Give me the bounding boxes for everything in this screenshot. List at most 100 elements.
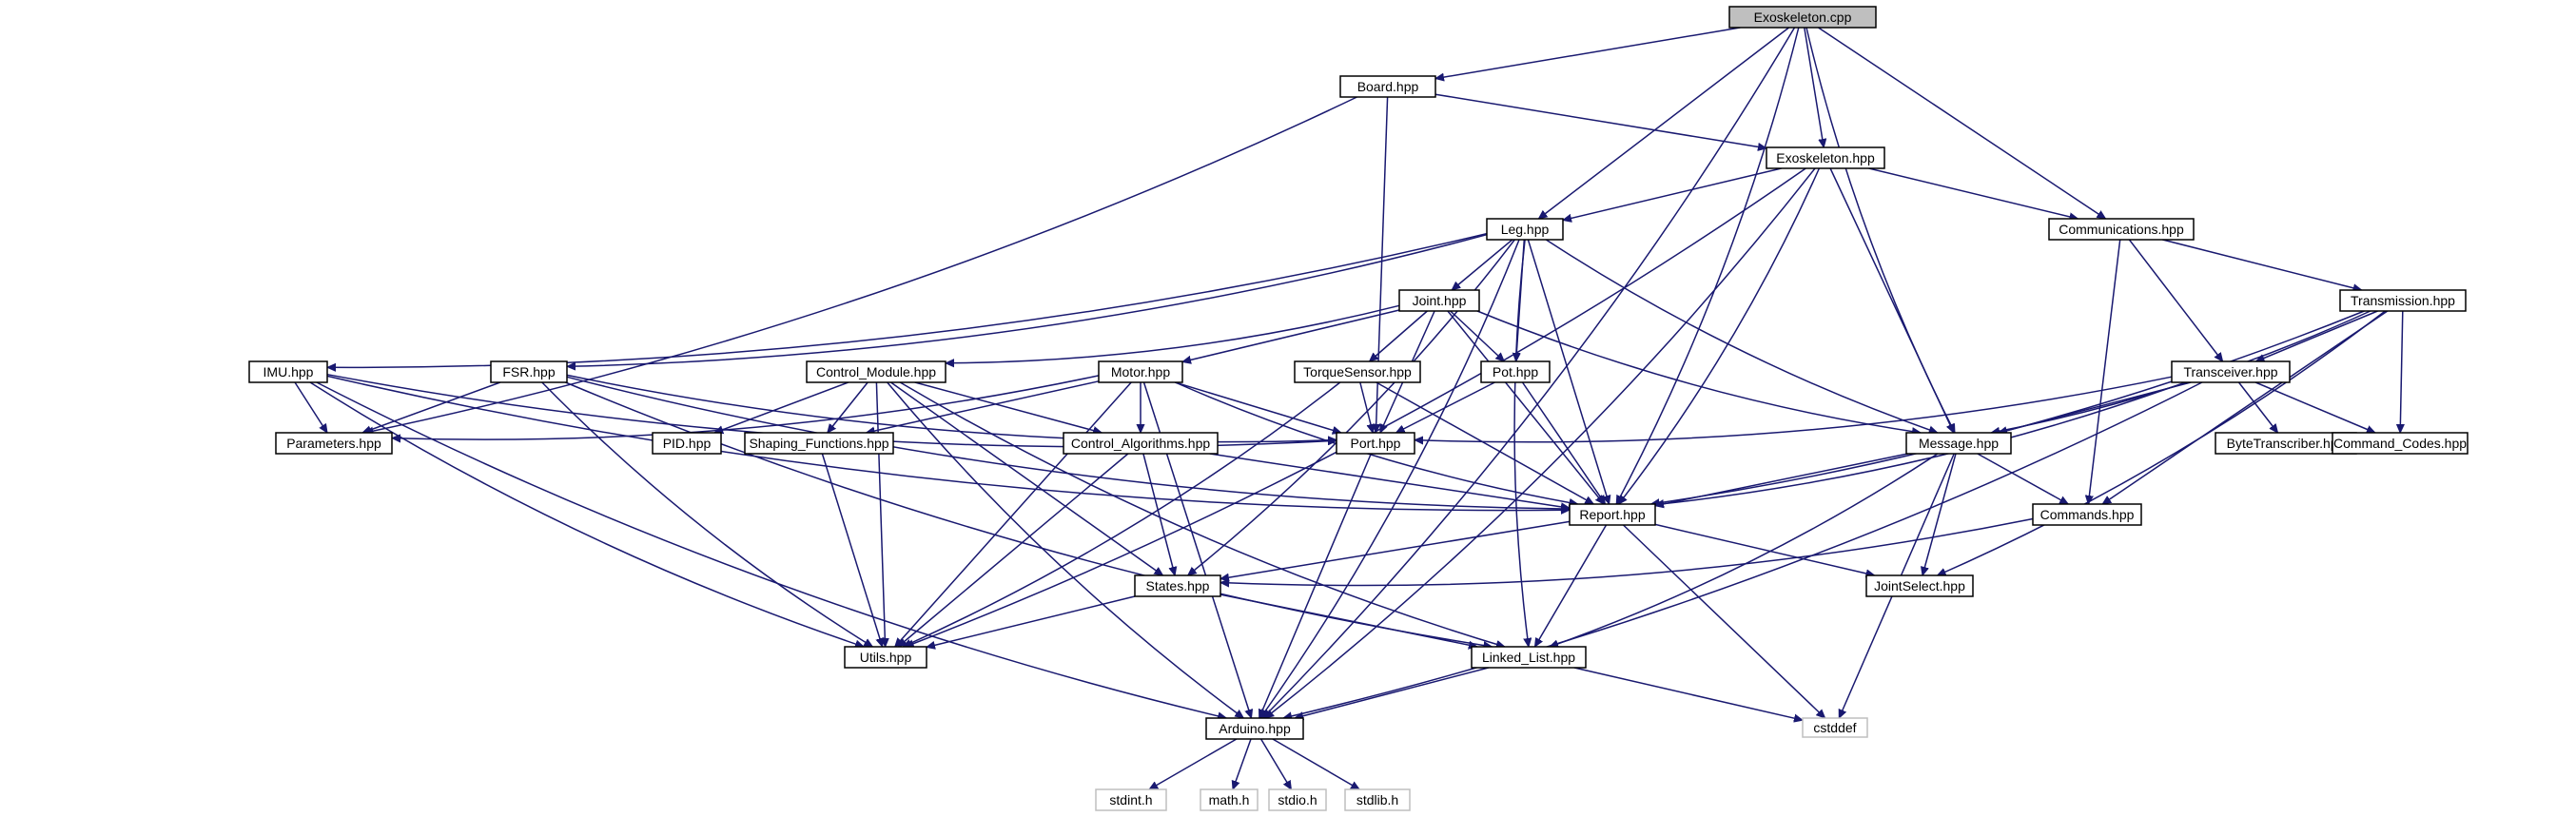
edge-joint-to-message xyxy=(1476,310,1921,433)
node-port[interactable]: Port.hpp xyxy=(1336,432,1415,455)
node-leg[interactable]: Leg.hpp xyxy=(1486,218,1564,241)
edge-linked-to-cstddef xyxy=(1573,667,1803,720)
node-transmission[interactable]: Transmission.hpp xyxy=(2339,289,2467,312)
node-label: Motor.hpp xyxy=(1111,364,1170,379)
node-commands[interactable]: Commands.hpp xyxy=(2032,503,2142,526)
node-box xyxy=(1200,788,1259,811)
edge-message-to-commands xyxy=(1977,453,2068,505)
edge-torque-to-utils xyxy=(903,381,1341,648)
node-motor[interactable]: Motor.hpp xyxy=(1098,360,1183,383)
edge-board-to-exo_hpp xyxy=(1434,93,1766,148)
node-comms[interactable]: Communications.hpp xyxy=(2048,218,2195,241)
edge-fsr-to-params xyxy=(362,381,501,433)
edge-exo_cpp-to-message xyxy=(1805,27,1956,433)
node-label: ByteTranscriber.hpp xyxy=(2227,436,2346,451)
edge-exo_cpp-to-comms xyxy=(1818,27,2106,219)
edge-leg-to-fsr xyxy=(567,233,1488,367)
node-label: Leg.hpp xyxy=(1501,222,1550,237)
edge-ctrl_alg-to-report xyxy=(1209,453,1570,508)
edge-exo_hpp-to-message xyxy=(1829,167,1955,433)
node-linked[interactable]: Linked_List.hpp xyxy=(1471,646,1587,669)
node-label: Linked_List.hpp xyxy=(1482,650,1575,665)
node-states[interactable]: States.hpp xyxy=(1134,574,1221,597)
node-label: Pot.hpp xyxy=(1493,364,1538,379)
node-joint[interactable]: Joint.hpp xyxy=(1398,289,1480,312)
edge-board-to-params xyxy=(365,96,1357,433)
edge-ctrl_mod-to-linked xyxy=(899,381,1505,647)
node-box xyxy=(1728,6,1877,29)
edge-exo_cpp-to-exo_hpp xyxy=(1804,27,1824,147)
node-label: stdio.h xyxy=(1278,792,1317,807)
edge-pot-to-report xyxy=(1521,381,1606,504)
node-bytetx[interactable]: ByteTranscriber.hpp xyxy=(2215,432,2357,455)
node-pid[interactable]: PID.hpp xyxy=(652,432,722,455)
node-box xyxy=(1480,360,1551,383)
edge-imu-to-arduino xyxy=(316,381,1226,718)
edge-motor-to-arduino xyxy=(1142,381,1252,718)
node-box xyxy=(1134,574,1221,597)
edge-transmission-to-cmdcodes xyxy=(2400,310,2403,433)
edge-report-to-cstddef xyxy=(1622,524,1825,718)
edge-transceiver-to-port xyxy=(1415,376,2173,442)
edge-exo_hpp-to-utils xyxy=(906,167,1806,647)
edge-imu-to-utils xyxy=(309,381,864,647)
edge-report-to-states xyxy=(1220,520,1571,578)
node-stdlib: stdlib.h xyxy=(1344,788,1411,811)
node-label: Parameters.hpp xyxy=(286,436,381,451)
node-message[interactable]: Message.hpp xyxy=(1905,432,2012,455)
node-box xyxy=(1486,218,1564,241)
node-torque[interactable]: TorqueSensor.hpp xyxy=(1294,360,1421,383)
node-box xyxy=(1063,432,1219,455)
node-exo_cpp[interactable]: Exoskeleton.cpp xyxy=(1728,6,1877,29)
edge-joint-to-pot xyxy=(1450,310,1505,361)
node-ctrl_alg[interactable]: Control_Algorithms.hpp xyxy=(1063,432,1219,455)
node-pot[interactable]: Pot.hpp xyxy=(1480,360,1551,383)
edge-transceiver-to-bytetx xyxy=(2237,381,2278,433)
node-box xyxy=(2332,432,2469,455)
edge-leg-to-linked xyxy=(1513,239,1529,647)
node-ctrl_mod[interactable]: Control_Module.hpp xyxy=(806,360,946,383)
node-arduino[interactable]: Arduino.hpp xyxy=(1205,717,1304,740)
edge-states-to-linked xyxy=(1220,593,1477,647)
node-box xyxy=(1398,289,1480,312)
edge-exo_hpp-to-comms xyxy=(1868,167,2078,219)
edge-transmission-to-transceiver xyxy=(2256,310,2378,361)
edge-message-to-linked xyxy=(1550,453,1939,647)
edge-exo_cpp-to-arduino xyxy=(1263,27,1796,718)
edge-motor-to-shaping xyxy=(867,380,1100,433)
node-transceiver[interactable]: Transceiver.hpp xyxy=(2171,360,2291,383)
node-box xyxy=(1471,646,1587,669)
node-label: Arduino.hpp xyxy=(1219,721,1291,736)
node-box xyxy=(2032,503,2142,526)
node-shaping[interactable]: Shaping_Functions.hpp xyxy=(744,432,894,455)
node-label: Exoskeleton.cpp xyxy=(1754,10,1852,25)
edge-port-to-arduino xyxy=(1259,453,1372,718)
node-box xyxy=(1766,146,1885,169)
node-label: Transceiver.hpp xyxy=(2183,364,2277,379)
node-cmdcodes[interactable]: Command_Codes.hpp xyxy=(2332,432,2469,455)
edge-ctrl_mod-to-ctrl_alg xyxy=(914,381,1102,433)
edge-exo_cpp-to-board xyxy=(1435,27,1741,79)
edge-message-to-report xyxy=(1655,453,1908,506)
edge-ctrl_alg-to-utils xyxy=(898,453,1129,647)
edge-transceiver-to-report xyxy=(1655,381,2186,505)
node-imu[interactable]: IMU.hpp xyxy=(248,360,328,383)
node-fsr[interactable]: FSR.hpp xyxy=(490,360,568,383)
node-params[interactable]: Parameters.hpp xyxy=(275,432,393,455)
edge-imu-to-report xyxy=(326,375,1570,510)
edge-ctrl_mod-to-arduino xyxy=(887,381,1244,718)
node-report[interactable]: Report.hpp xyxy=(1569,503,1656,526)
node-label: Port.hpp xyxy=(1351,436,1401,451)
node-utils[interactable]: Utils.hpp xyxy=(844,646,927,669)
node-jointselect[interactable]: JointSelect.hpp xyxy=(1865,574,1974,597)
node-box xyxy=(1569,503,1656,526)
edge-joint-to-report xyxy=(1447,310,1604,504)
node-board[interactable]: Board.hpp xyxy=(1339,75,1436,98)
node-exo_hpp[interactable]: Exoskeleton.hpp xyxy=(1766,146,1885,169)
node-label: cstddef xyxy=(1813,720,1856,735)
node-label: stdint.h xyxy=(1109,792,1152,807)
edge-arduino-to-stdio xyxy=(1259,738,1293,789)
node-box xyxy=(1344,788,1411,811)
edge-torque-to-report xyxy=(1376,381,1594,505)
